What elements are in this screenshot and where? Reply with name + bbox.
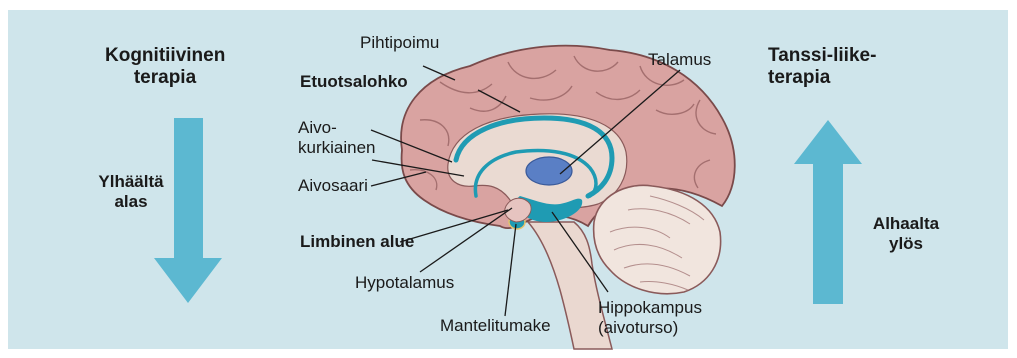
label-hippokampus: Hippokampus (aivoturso) — [598, 298, 702, 338]
label-hippokampus-line-2: (aivoturso) — [598, 318, 702, 338]
right-direction-line-1: Alhaalta — [866, 214, 946, 234]
label-aivokurkiainen-line-1: Aivo- — [298, 118, 376, 138]
left-direction-line-1: Ylhäältä — [96, 172, 166, 192]
left-method-line-1: Kognitiivinen — [105, 45, 225, 67]
right-direction-line-2: ylös — [866, 234, 946, 254]
cerebellum — [594, 185, 721, 293]
left-direction: Ylhäältä alas — [96, 172, 166, 212]
label-pihtipoimu: Pihtipoimu — [360, 33, 439, 53]
label-hypotalamus: Hypotalamus — [355, 273, 454, 293]
right-direction: Alhaalta ylös — [866, 214, 946, 254]
right-method-line-1: Tanssi-liike- — [768, 45, 876, 67]
label-etuotsalohko: Etuotsalohko — [300, 72, 408, 92]
label-aivokurkiainen: Aivo- kurkiainen — [298, 118, 376, 158]
label-hippokampus-line-1: Hippokampus — [598, 298, 702, 318]
left-method-line-2: terapia — [105, 67, 225, 89]
label-mantelitumake: Mantelitumake — [440, 316, 551, 336]
left-method-title: Kognitiivinen terapia — [105, 45, 225, 89]
right-method-title: Tanssi-liike- terapia — [768, 45, 876, 89]
right-method-line-2: terapia — [768, 67, 876, 89]
label-limbinen-alue: Limbinen alue — [300, 232, 414, 252]
thalamus — [526, 157, 572, 185]
up-arrow — [794, 120, 862, 304]
label-aivosaari: Aivosaari — [298, 176, 368, 196]
label-aivokurkiainen-line-2: kurkiainen — [298, 138, 376, 158]
left-direction-line-2: alas — [96, 192, 166, 212]
label-talamus: Talamus — [648, 50, 711, 70]
